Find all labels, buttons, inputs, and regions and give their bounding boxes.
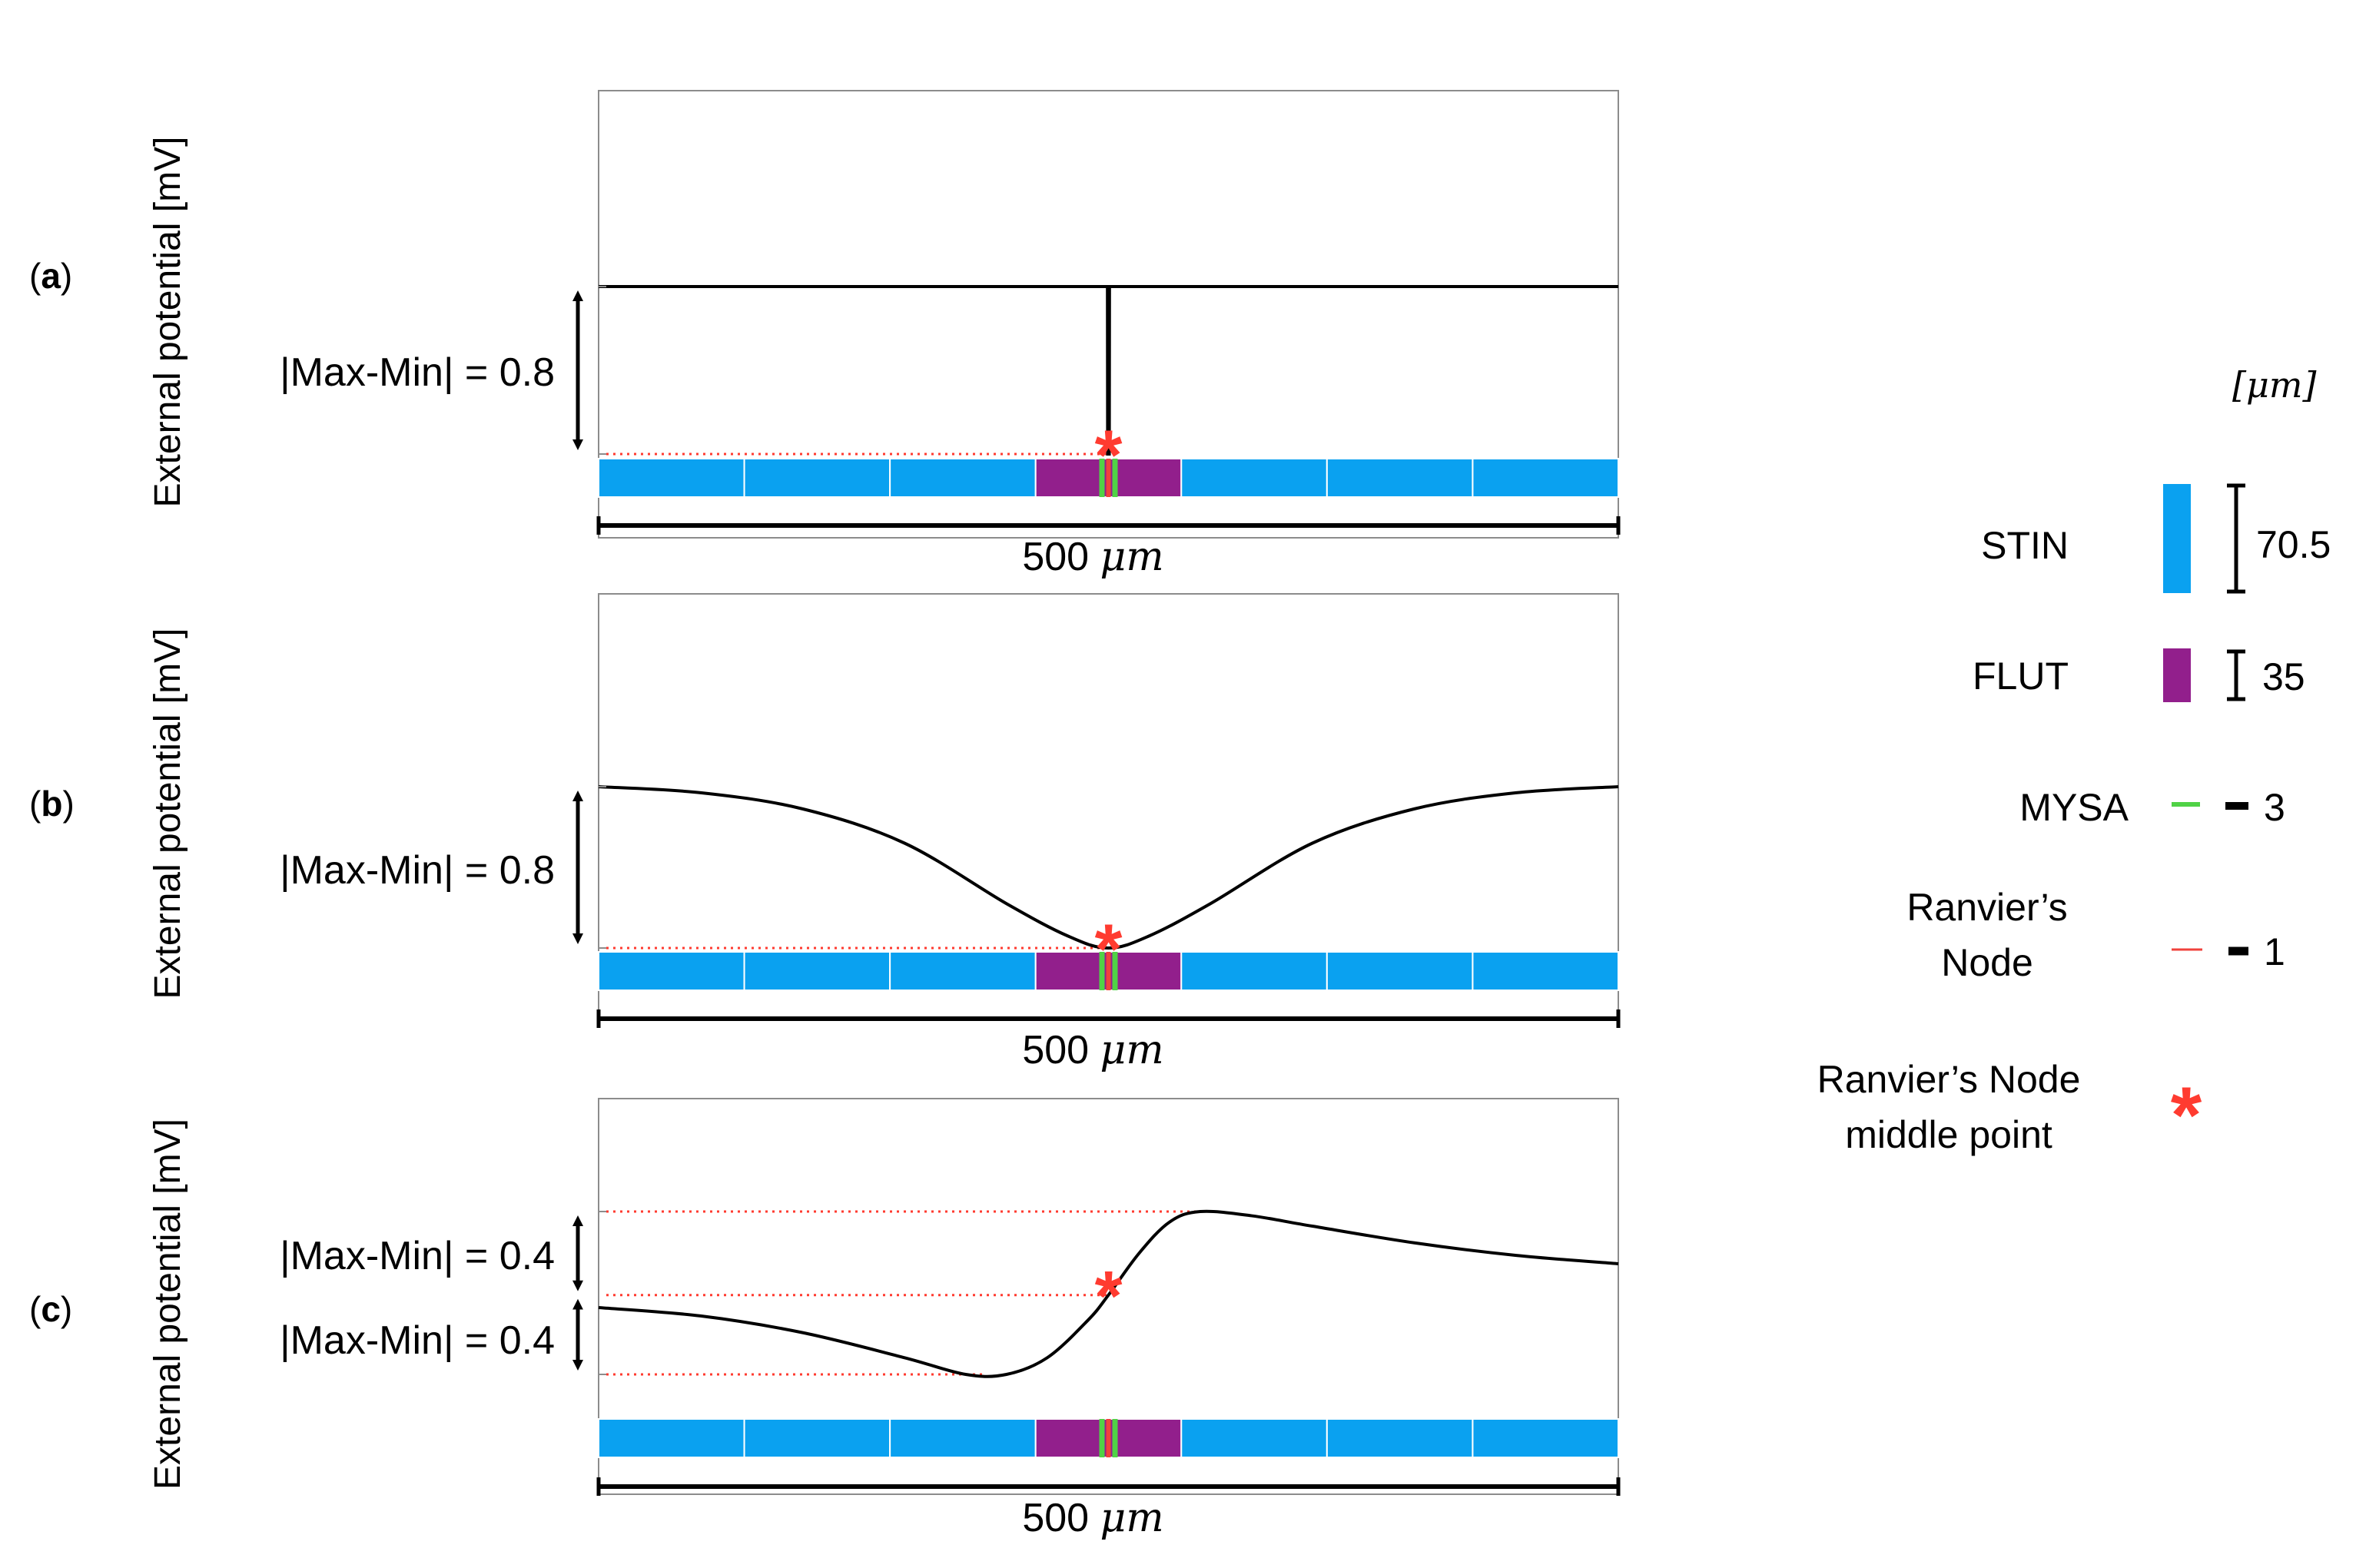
legend-label-node-mid-line2: middle point xyxy=(1845,1113,2052,1156)
fiber-stin-segment xyxy=(889,458,1037,498)
panel-tag-letter: b xyxy=(41,784,62,824)
potential-trace xyxy=(599,285,1618,456)
legend-size-mysa: 3 xyxy=(2264,786,2285,829)
fiber-stin-segment xyxy=(1472,951,1620,991)
legend-size-stin: 70.5 xyxy=(2256,523,2331,566)
panel-tag: (b) xyxy=(29,784,75,824)
range-label: |Max-Min| = 0.8 xyxy=(280,350,555,395)
panel-tag-close: ) xyxy=(62,784,74,824)
panel-tag: (a) xyxy=(29,256,72,296)
panel-tag-close: ) xyxy=(61,1289,72,1329)
fiber-stin-segment xyxy=(598,951,745,991)
legend-label-node-line1: Ranvier’s xyxy=(1906,886,2067,929)
panel-tag-letter: a xyxy=(41,256,61,296)
panels: (a)External potential [mV]500 μm|Max-Min… xyxy=(29,90,1621,1541)
scale-bar-value: 500 xyxy=(1022,1028,1100,1072)
panel-tag-open: ( xyxy=(29,784,41,824)
fiber-stin-segment xyxy=(1326,458,1474,498)
range-label: |Max-Min| = 0.8 xyxy=(280,848,555,893)
legend-swatch-flut xyxy=(2163,648,2191,702)
fiber-stin-segment xyxy=(1180,1418,1328,1458)
panel-tag-open: ( xyxy=(29,256,41,296)
plot-frame xyxy=(598,90,1619,539)
fiber-mysa-segment xyxy=(1099,459,1105,497)
legend-swatch-stin xyxy=(2163,484,2191,593)
fiber-mysa-segment xyxy=(1099,952,1105,990)
fiber-mysa-segment xyxy=(1112,459,1118,497)
fiber-node-segment xyxy=(1106,459,1111,497)
fiber-stin-segment xyxy=(889,1418,1037,1458)
legend-size-bar-stin xyxy=(2227,483,2245,594)
node-midpoint-marker: * xyxy=(1095,1258,1123,1336)
fiber-stin-segment xyxy=(743,951,891,991)
node-midpoint-marker: * xyxy=(1095,910,1123,989)
scale-bar-unit: μm xyxy=(1100,534,1164,580)
panel-tag-open: ( xyxy=(29,1289,41,1329)
panel-c: (c) External potential [mV] 500 μm |Max-Min… xyxy=(29,1098,1621,1541)
fiber-stin-segment xyxy=(1326,1418,1474,1458)
node-midpoint-marker: * xyxy=(1095,416,1123,495)
fiber-mysa-segment xyxy=(1112,1419,1118,1457)
range-label: |Max-Min| = 0.4 xyxy=(280,1234,555,1278)
fiber-node-segment xyxy=(1106,952,1111,990)
fiber-stin-segment xyxy=(598,458,745,498)
fiber-stin-segment xyxy=(1472,458,1620,498)
legend-label-node-mid-line1: Ranvier’s Node xyxy=(1817,1058,2081,1101)
legend-size-flut: 35 xyxy=(2262,655,2305,698)
scale-bar-label: 500 μm xyxy=(1022,1495,1163,1541)
potential-trace xyxy=(598,785,1619,950)
legend-label-mysa: MYSA xyxy=(2019,786,2129,829)
panel-tag-letter: c xyxy=(41,1289,61,1329)
legend-label-node-line2: Node xyxy=(1941,941,2033,984)
legend-size-node: 1 xyxy=(2264,930,2285,973)
y-axis-label: External potential [mV] xyxy=(148,1119,188,1490)
fiber-mysa-segment xyxy=(1112,952,1118,990)
scale-bar-label: 500 μm xyxy=(1022,1027,1163,1073)
fiber-node-segment xyxy=(1106,1419,1111,1457)
scale-bar-label: 500 μm xyxy=(1022,534,1163,580)
fiber-stin-segment xyxy=(1472,1418,1620,1458)
y-axis-label: External potential [mV] xyxy=(148,628,188,999)
fiber-stin-segment xyxy=(598,1418,745,1458)
panel-tag-close: ) xyxy=(61,256,72,296)
legend-label-flut: FLUT xyxy=(1973,655,2069,698)
fiber-stin-segment xyxy=(743,458,891,498)
fiber-stin-segment xyxy=(889,951,1037,991)
fiber-mysa-segment xyxy=(1099,1419,1105,1457)
legend: [μm] STIN 70.5 FLUT 35 MYSA 3 Ranvier’s … xyxy=(1817,364,2331,1160)
panel-b: (b) External potential [mV] 500 μm |Max-Min… xyxy=(29,593,1621,1073)
potential-trace xyxy=(598,1209,1619,1378)
scale-bar-value: 500 xyxy=(1022,1496,1100,1540)
y-axis-label: External potential [mV] xyxy=(148,137,188,508)
legend-node-mid-symbol: * xyxy=(2171,1071,2202,1160)
fiber-stin-segment xyxy=(743,1418,891,1458)
panel-tag: (c) xyxy=(29,1289,72,1329)
fiber-stin-segment xyxy=(1326,951,1474,991)
panel-a: (a) External potential [mV] 500 μm |Max-Min… xyxy=(29,90,1621,580)
scale-bar-unit: μm xyxy=(1100,1495,1164,1541)
scale-bar-value: 500 xyxy=(1022,535,1100,579)
scale-bar-unit: μm xyxy=(1100,1027,1164,1073)
fiber-stin-segment xyxy=(1180,458,1328,498)
legend-size-bar-flut xyxy=(2227,649,2245,701)
legend-unit: [μm] xyxy=(2232,364,2316,406)
plot-frame xyxy=(598,1098,1619,1495)
legend-label-stin: STIN xyxy=(1981,524,2069,567)
range-label: |Max-Min| = 0.4 xyxy=(280,1318,555,1363)
fiber-stin-segment xyxy=(1180,951,1328,991)
